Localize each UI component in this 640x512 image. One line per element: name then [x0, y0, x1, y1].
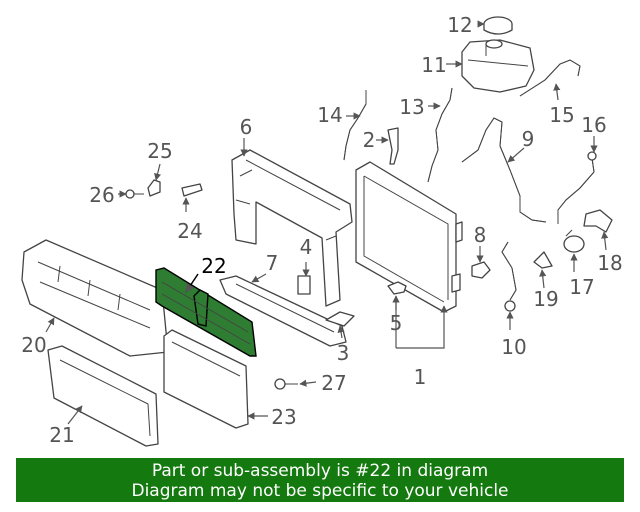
callout-11[interactable]: 11	[421, 53, 446, 77]
callout-6[interactable]: 6	[240, 115, 253, 139]
leader-lines	[45, 20, 609, 425]
part-27-bolt[interactable]	[274, 378, 298, 390]
part-7-air-guide[interactable]	[219, 275, 347, 347]
callout-12[interactable]: 12	[447, 13, 472, 37]
callout-8[interactable]: 8	[474, 223, 487, 247]
callout-17[interactable]: 17	[569, 275, 594, 299]
callout-10[interactable]: 10	[501, 335, 526, 359]
banner-line-part-info: Part or sub-assembly is #22 in diagram	[151, 461, 489, 481]
callout-24[interactable]: 24	[177, 219, 202, 243]
callout-18[interactable]: 18	[597, 251, 622, 275]
callout-20[interactable]: 20	[21, 333, 46, 357]
part-12-reservoir-cap[interactable]	[483, 16, 513, 35]
callout-9[interactable]: 9	[522, 127, 535, 151]
callout-1[interactable]: 1	[414, 365, 427, 389]
callout-21[interactable]: 21	[49, 423, 74, 447]
callout-15[interactable]: 15	[549, 103, 574, 127]
part-23-panel[interactable]	[163, 329, 249, 429]
part-6-radiator-support[interactable]	[231, 149, 353, 307]
callout-26[interactable]: 26	[89, 183, 114, 207]
callout-5[interactable]: 5	[390, 311, 403, 335]
part-11-coolant-reservoir[interactable]	[461, 39, 535, 93]
part-17-valve[interactable]	[563, 229, 585, 253]
info-banner: Part or sub-assembly is #22 in diagram D…	[16, 458, 624, 502]
part-26-bolt[interactable]	[125, 189, 144, 199]
part-10-hose[interactable]	[501, 241, 517, 301]
callout-3[interactable]: 3	[337, 341, 350, 365]
part-24[interactable]	[181, 183, 203, 197]
callout-16[interactable]: 16	[581, 113, 606, 137]
callout-4[interactable]: 4	[300, 235, 313, 259]
part-21-lower-grille[interactable]	[47, 345, 159, 447]
callout-27[interactable]: 27	[321, 371, 346, 395]
callout-7[interactable]: 7	[266, 251, 279, 275]
callout-13[interactable]: 13	[399, 95, 424, 119]
part-25[interactable]	[147, 179, 161, 197]
callout-22[interactable]: 22	[201, 254, 226, 278]
part-22-highlighted[interactable]	[155, 267, 257, 357]
part-4[interactable]	[297, 275, 311, 295]
part-19-clip[interactable]	[533, 251, 553, 269]
part-2-bracket[interactable]	[387, 127, 399, 165]
part-3-clip[interactable]	[325, 311, 355, 327]
callout-23[interactable]: 23	[271, 405, 296, 429]
callout-labels: 1 2 3 4 5 6 7 8 9 10 11 12 13 14 15 16 1…	[21, 13, 622, 447]
part-5-sensor[interactable]	[387, 281, 407, 295]
callout-19[interactable]: 19	[533, 287, 558, 311]
banner-line-disclaimer: Diagram may not be specific to your vehi…	[131, 481, 509, 501]
part-8-connector[interactable]	[471, 261, 491, 279]
callout-14[interactable]: 14	[317, 103, 342, 127]
part-20-grille[interactable]	[21, 239, 169, 357]
part-18-bracket[interactable]	[583, 209, 613, 233]
callout-25[interactable]: 25	[147, 139, 172, 163]
part-1-radiator[interactable]	[355, 161, 463, 313]
callout-2[interactable]: 2	[363, 128, 376, 152]
